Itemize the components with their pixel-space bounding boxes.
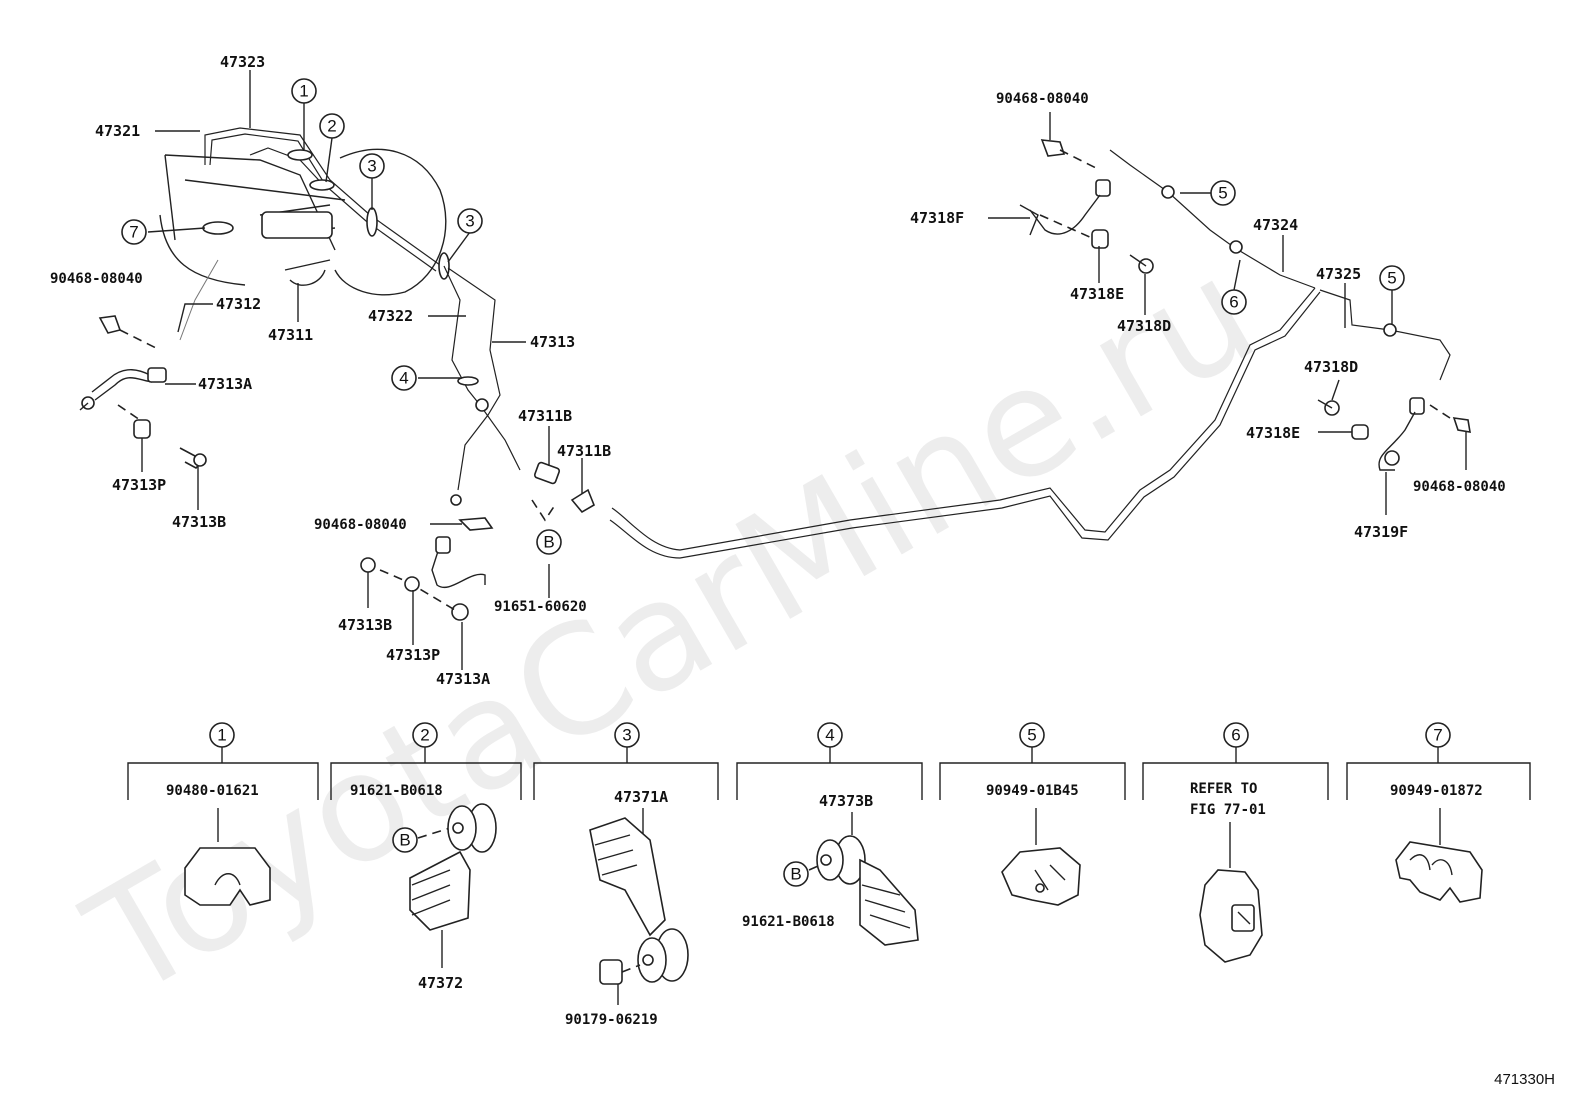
label-47318e-a: 47318E: [1070, 285, 1124, 303]
svg-text:5: 5: [1387, 269, 1396, 288]
svg-text:4: 4: [825, 726, 834, 745]
label-47313a-a: 47313A: [198, 375, 252, 393]
legend-num-5: 5: [1019, 722, 1045, 748]
label-47319f: 47319F: [1354, 523, 1408, 541]
legend-num-3: 3: [614, 722, 640, 748]
svg-text:3: 3: [465, 212, 474, 231]
legend-num-1: 1: [209, 722, 235, 748]
label-47323: 47323: [220, 53, 265, 71]
legend-2-part-b: 47372: [418, 974, 463, 992]
legend-num-7: 7: [1425, 722, 1451, 748]
callout-b-legend-4: B: [783, 861, 809, 887]
clamp-ref-fig-77-01-icon: [1199, 869, 1263, 963]
svg-text:7: 7: [1433, 726, 1442, 745]
figure-code: 471330H: [1494, 1071, 1555, 1088]
label-47313p-b: 47313P: [386, 646, 440, 664]
callout-7: 7: [121, 219, 147, 245]
label-91651-60620: 91651-60620: [494, 599, 587, 615]
front-left-hose: [79, 315, 207, 470]
label-47322: 47322: [368, 307, 413, 325]
legend-num-4: 4: [817, 722, 843, 748]
label-90468-08040-d: 90468-08040: [1413, 479, 1506, 495]
callout-4: 4: [391, 365, 417, 391]
legend-4-part-a: 47373B: [819, 792, 873, 810]
svg-text:3: 3: [367, 157, 376, 176]
callout-1: 1: [291, 78, 317, 104]
watermark: ToyotaCarMine.ru: [60, 225, 1283, 1031]
label-47311: 47311: [268, 326, 313, 344]
legend-6-line-1: REFER TO: [1190, 781, 1257, 797]
svg-text:1: 1: [299, 82, 308, 101]
rear-left-hose: [1019, 139, 1154, 274]
label-47318e-b: 47318E: [1246, 424, 1300, 442]
bracket-47373b-icon: [816, 835, 919, 946]
svg-text:6: 6: [1231, 726, 1240, 745]
legend-1-part: 90480-01621: [166, 783, 259, 799]
label-90468-08040-c: 90468-08040: [996, 91, 1089, 107]
svg-text:B: B: [543, 533, 554, 552]
label-47325: 47325: [1316, 265, 1361, 283]
label-47313: 47313: [530, 333, 575, 351]
svg-text:1: 1: [217, 726, 226, 745]
legend-7-part: 90949-01872: [1390, 783, 1483, 799]
svg-text:B: B: [790, 865, 801, 884]
rear-right-hose: [1317, 397, 1471, 471]
svg-text:3: 3: [622, 726, 631, 745]
legend-3-part-b: 90179-06219: [565, 1012, 658, 1028]
callout-5a: 5: [1210, 180, 1236, 206]
svg-text:7: 7: [129, 223, 138, 242]
svg-text:5: 5: [1027, 726, 1036, 745]
clamp-90480-icon: [184, 847, 271, 906]
svg-text:B: B: [399, 831, 410, 850]
label-47313a-b: 47313A: [436, 670, 490, 688]
label-47312: 47312: [216, 295, 261, 313]
svg-text:4: 4: [399, 369, 408, 388]
svg-text:6: 6: [1229, 293, 1238, 312]
label-90468-08040-a: 90468-08040: [50, 271, 143, 287]
clamp-90949-01872-icon: [1395, 841, 1483, 903]
label-47313b-b: 47313B: [338, 616, 392, 634]
label-47313p-a: 47313P: [112, 476, 166, 494]
legend-3-part-a: 47371A: [614, 788, 668, 806]
svg-text:5: 5: [1218, 184, 1227, 203]
master-cylinder-assembly: [159, 127, 521, 491]
leader-lines: [141, 70, 1467, 670]
callout-3a: 3: [359, 153, 385, 179]
label-47324: 47324: [1253, 216, 1298, 234]
legend-num-6: 6: [1223, 722, 1249, 748]
legend-brackets: [127, 747, 1531, 800]
legend-4-part-b: 91621-B0618: [742, 914, 835, 930]
callout-b-legend-2: B: [392, 827, 418, 853]
clip-47311b: [531, 461, 595, 522]
front-right-hose: [360, 494, 494, 621]
label-47313b-a: 47313B: [172, 513, 226, 531]
callout-2: 2: [319, 113, 345, 139]
callout-5b: 5: [1379, 265, 1405, 291]
callout-3b: 3: [457, 208, 483, 234]
label-47318d-a: 47318D: [1117, 317, 1171, 335]
svg-text:2: 2: [420, 726, 429, 745]
callout-6: 6: [1221, 289, 1247, 315]
bracket-47371a-icon: [589, 817, 689, 985]
callout-b: B: [536, 529, 562, 555]
label-47311b-a: 47311B: [518, 407, 572, 425]
legend-num-2: 2: [412, 722, 438, 748]
label-47311b-b: 47311B: [557, 442, 611, 460]
legend-2-part-a: 91621-B0618: [350, 783, 443, 799]
bracket-47372-icon: [409, 803, 497, 931]
label-47318f: 47318F: [910, 209, 964, 227]
clamp-90949-01b45-icon: [1001, 847, 1081, 906]
legend-6-line-2: FIG 77-01: [1190, 802, 1266, 818]
rear-brake-pipe: [609, 149, 1451, 559]
legend-5-part: 90949-01B45: [986, 783, 1079, 799]
label-90468-08040-b: 90468-08040: [314, 517, 407, 533]
label-47321: 47321: [95, 122, 140, 140]
svg-text:2: 2: [327, 117, 336, 136]
label-47318d-b: 47318D: [1304, 358, 1358, 376]
